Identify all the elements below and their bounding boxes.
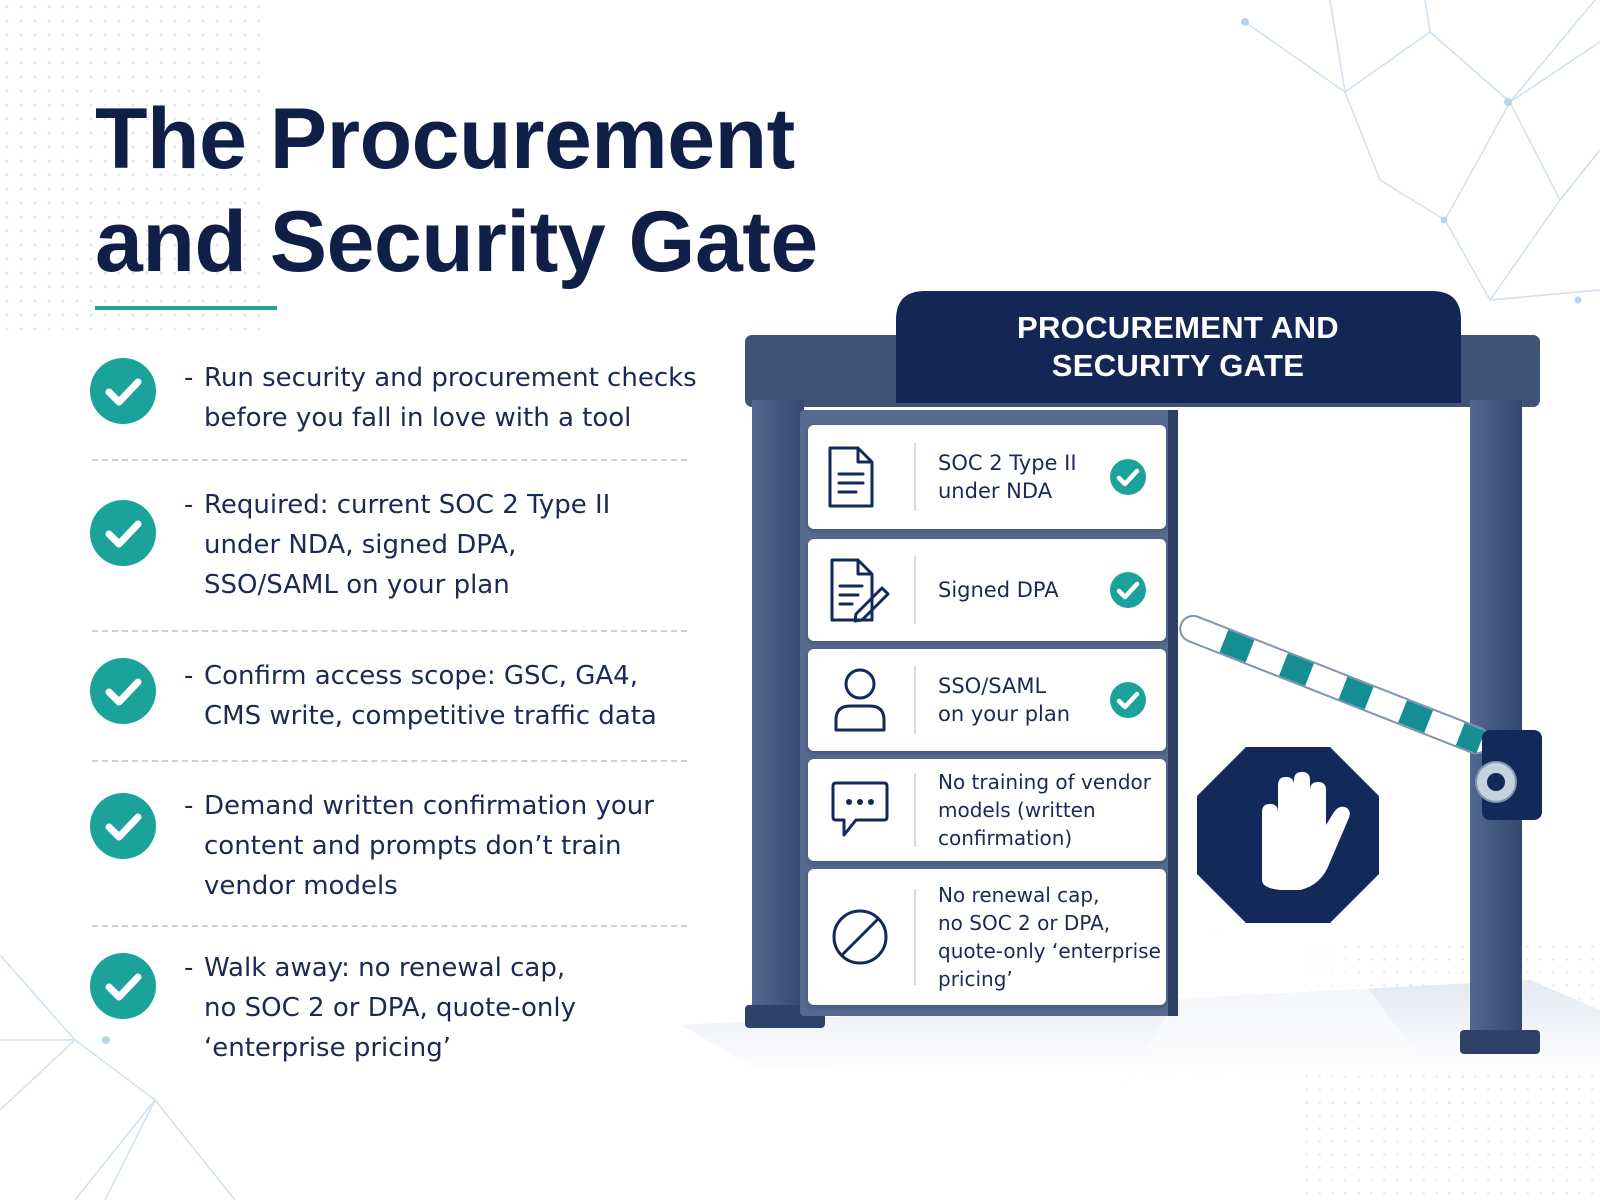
- checklist-dash: -: [184, 363, 194, 393]
- check-circle-icon: [90, 500, 156, 566]
- checklist-line: no SOC 2 or DPA, quote-only: [204, 993, 576, 1023]
- check-circle-icon: [90, 658, 156, 724]
- title-line-1: The Procurement: [95, 91, 795, 187]
- checklist-dash: -: [184, 490, 194, 520]
- checklist-divider: [92, 459, 687, 461]
- check-circle-icon: [90, 793, 156, 859]
- title-underline: [95, 306, 277, 310]
- checklist-dash: -: [184, 791, 194, 821]
- checklist-dash: -: [184, 953, 194, 983]
- page-title: The Procurement and Security Gate: [95, 88, 818, 294]
- checklist-line: Walk away: no renewal cap,: [204, 953, 566, 983]
- checklist-divider: [92, 925, 687, 927]
- gate-header-line-1: PROCUREMENT AND: [1017, 310, 1339, 345]
- prohibited-icon: [832, 909, 888, 965]
- gate-right-pillar-base: [1460, 1030, 1540, 1054]
- gate-item-label: SOC 2 Type II under NDA: [938, 451, 1077, 503]
- checklist-line: under NDA, signed DPA,: [204, 530, 517, 560]
- checklist-line: Confirm access scope: GSC, GA4,: [204, 661, 638, 691]
- stop-hand-icon: [1188, 738, 1388, 932]
- checklist-line: before you fall in love with a tool: [204, 403, 632, 433]
- chat-bubble-icon: [831, 781, 889, 837]
- checklist-item-text: - Walk away: no renewal cap, no SOC 2 or…: [184, 948, 704, 1068]
- gate-item: No renewal cap, no SOC 2 or DPA, quote-o…: [808, 869, 1166, 1005]
- gate-header-title: PROCUREMENT AND SECURITY GATE: [896, 291, 1460, 403]
- gate-item: SOC 2 Type II under NDA: [808, 425, 1166, 529]
- gate-item-label: SSO/SAML on your plan: [938, 674, 1071, 726]
- background-dot-pattern: [0, 0, 260, 330]
- check-circle-icon: [90, 953, 156, 1019]
- gate-right-pillar: [1470, 400, 1522, 1040]
- checklist-divider: [92, 630, 687, 632]
- checklist-line: Required: current SOC 2 Type II: [204, 490, 611, 520]
- user-icon: [834, 668, 886, 732]
- checklist-item-text: - Run security and procurement checks be…: [184, 358, 704, 438]
- barrier-arm: [1179, 614, 1491, 755]
- check-circle-icon: [1110, 572, 1146, 608]
- checklist-line: content and prompts don’t train: [204, 831, 622, 861]
- checklist-line: SSO/SAML on your plan: [204, 570, 510, 600]
- checklist-line: Demand written confirmation your: [204, 791, 654, 821]
- checklist-line: Run security and procurement checks: [204, 363, 697, 393]
- gate-header-line-2: SECURITY GATE: [1051, 348, 1305, 383]
- checklist-item-text: - Required: current SOC 2 Type II under …: [184, 485, 704, 605]
- title-line-2: and Security Gate: [95, 194, 818, 290]
- checklist-line: ‘enterprise pricing’: [204, 1033, 452, 1063]
- gate-item: No training of vendor models (written co…: [808, 759, 1166, 861]
- gate-item-label: No renewal cap, no SOC 2 or DPA, quote-o…: [938, 883, 1161, 991]
- checklist-dash: -: [184, 661, 194, 691]
- check-circle-icon: [1110, 682, 1146, 718]
- checklist-divider: [92, 760, 687, 762]
- gate-item: Signed DPA: [808, 539, 1166, 641]
- check-circle-icon: [1110, 459, 1146, 495]
- signed-document-icon: [830, 558, 890, 623]
- check-circle-icon: [90, 358, 156, 424]
- gate-header-sign: [896, 291, 1461, 403]
- checklist-line: CMS write, competitive traffic data: [204, 701, 657, 731]
- checklist-line: vendor models: [204, 871, 398, 901]
- light-beam: [1110, 925, 1460, 1110]
- checklist-item-text: - Demand written confirmation your conte…: [184, 786, 704, 906]
- gate-left-pillar: [752, 400, 804, 1010]
- gate-item-label: Signed DPA: [938, 578, 1059, 602]
- gate-item: SSO/SAML on your plan: [808, 649, 1166, 751]
- document-icon: [828, 446, 874, 508]
- checklist-item-text: - Confirm access scope: GSC, GA4, CMS wr…: [184, 656, 704, 736]
- gate-item-label: No training of vendor models (written co…: [938, 770, 1151, 850]
